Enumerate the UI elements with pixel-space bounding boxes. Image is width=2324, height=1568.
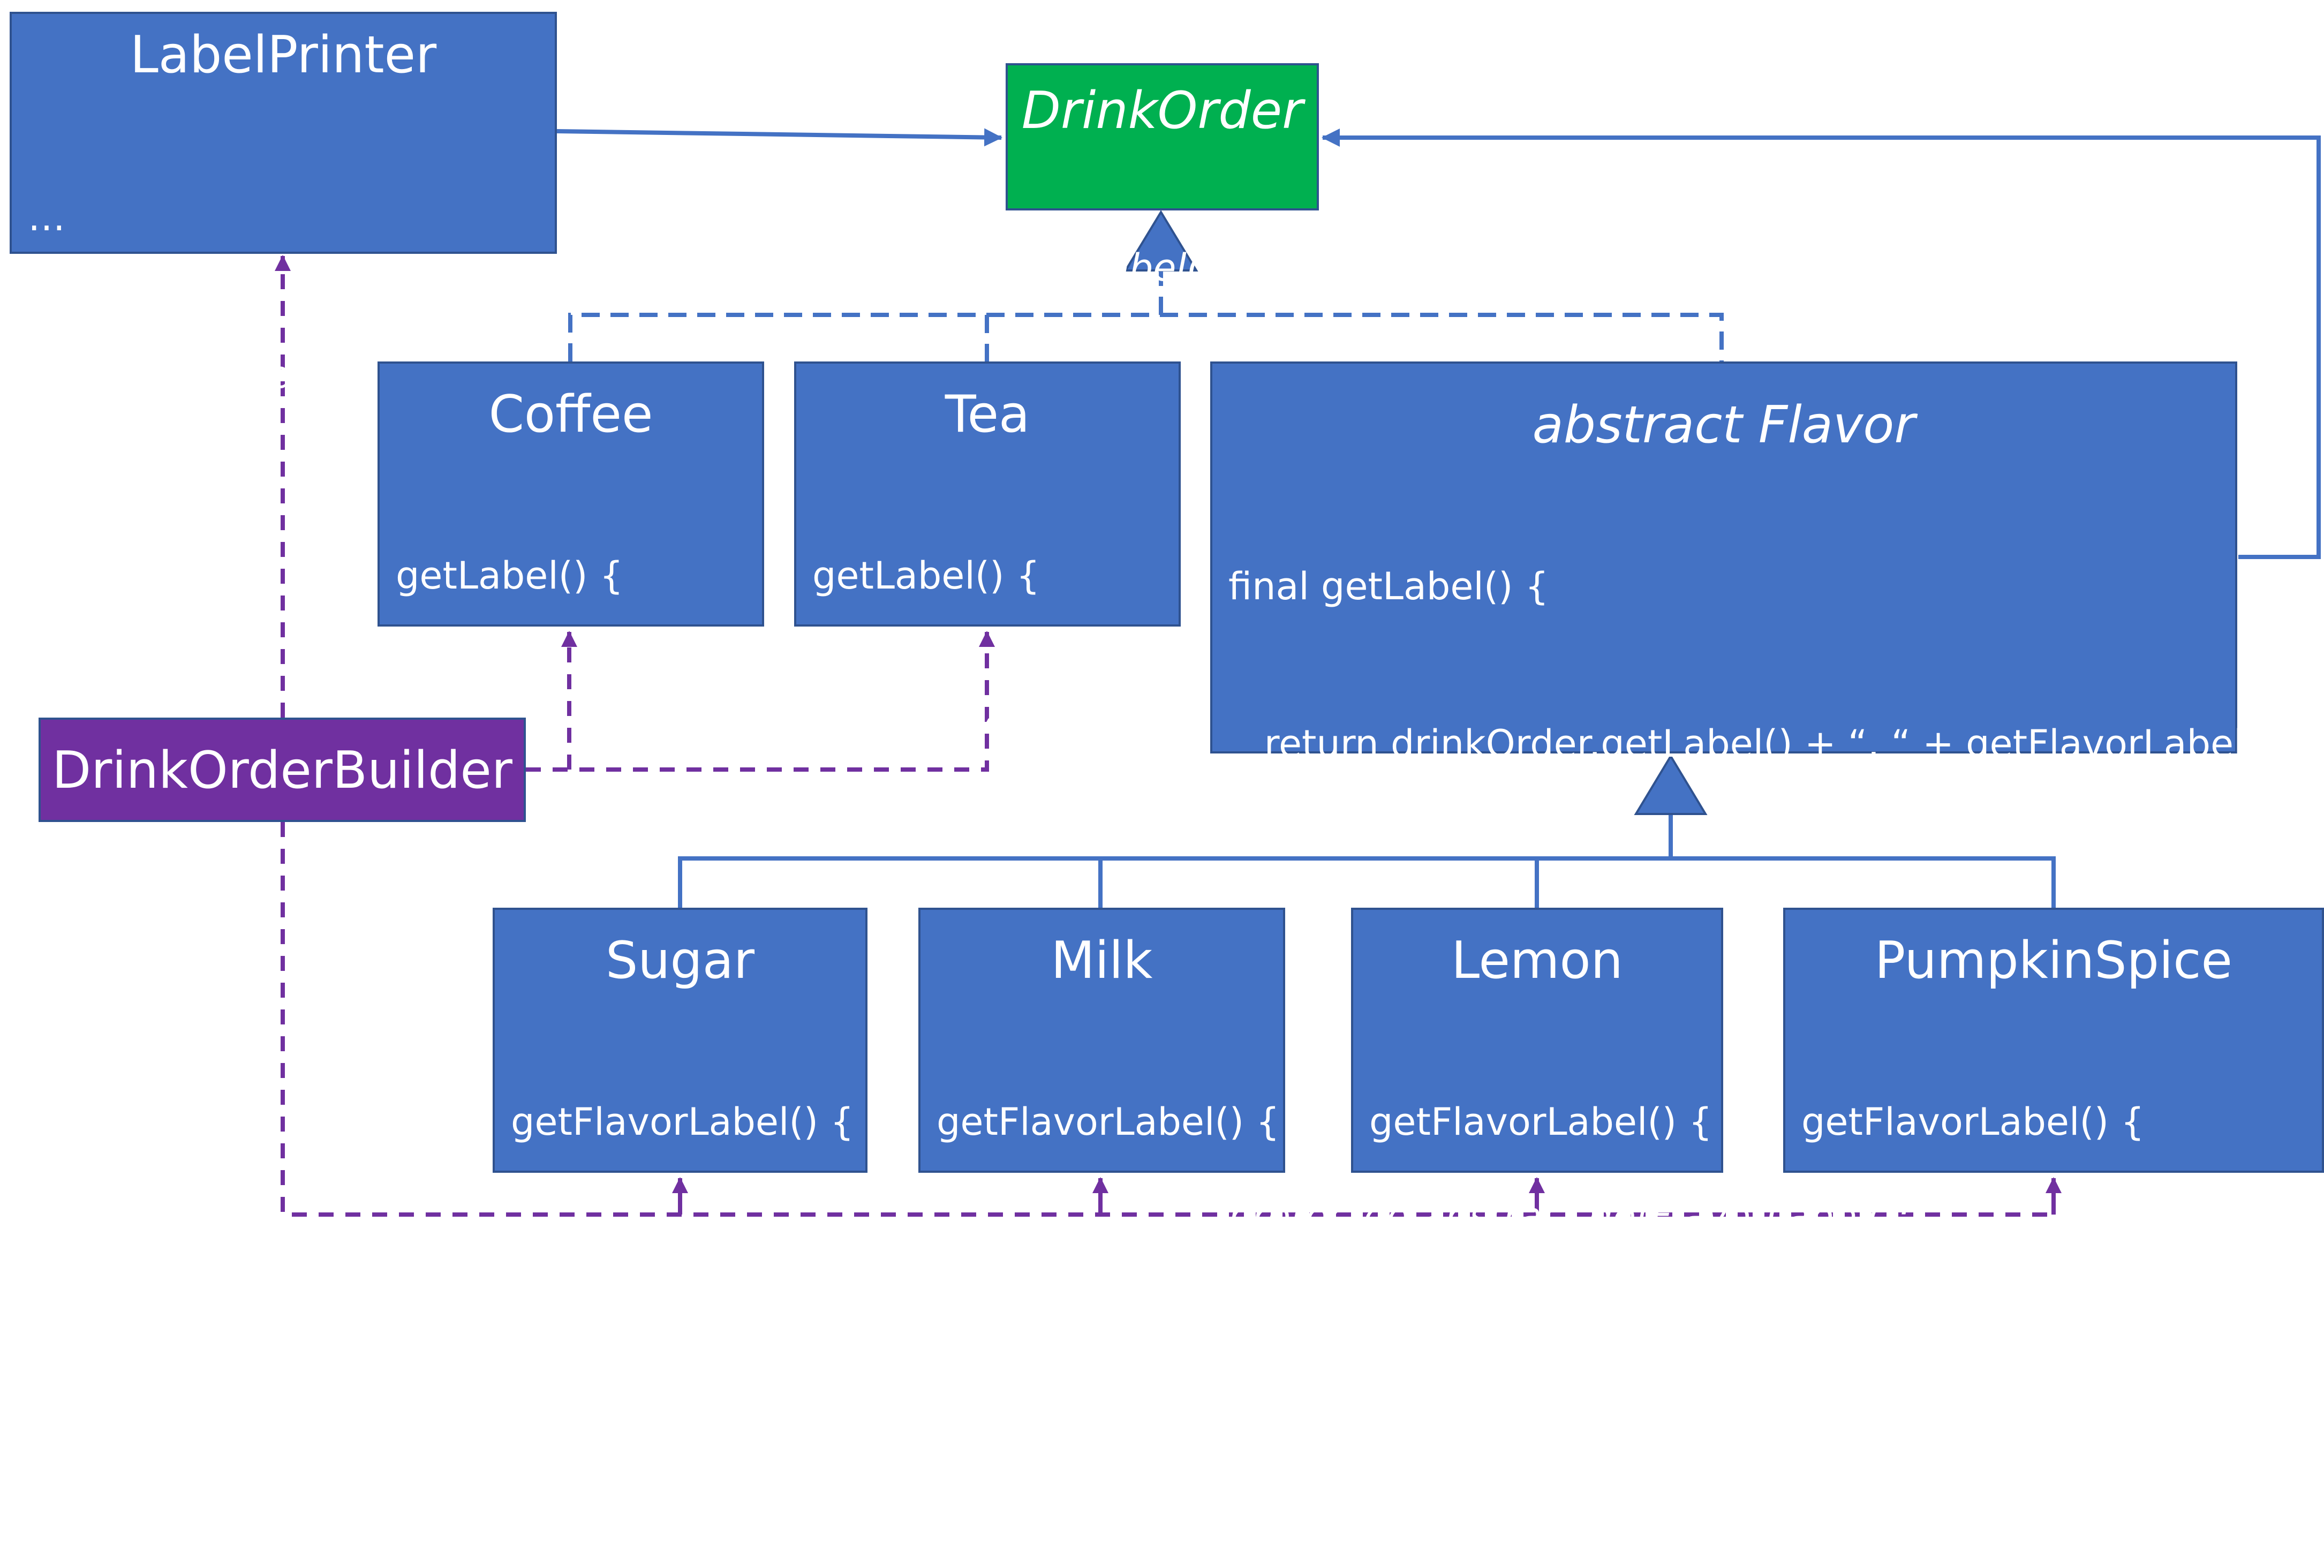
- code-line: getFlavorLabel() {: [1801, 1100, 2145, 1144]
- code-line: getLabel() {: [396, 554, 624, 598]
- realization-triangle-icon: [1123, 210, 1198, 272]
- code-line: getLabel();: [1024, 246, 1228, 290]
- lemon-class: Lemon getFlavorLabel() { return “Lemon”;…: [1351, 908, 1723, 1459]
- sugar-body: getFlavorLabel() { return “Sugar”; }: [495, 991, 865, 1568]
- generalization-triangle-icon: [1634, 754, 1708, 815]
- tea-body: getLabel() { return “Tea”; }: [796, 444, 1179, 1022]
- label-printer-class: LabelPrinter … print(drinkOrder.getLabel…: [10, 12, 560, 554]
- code-line: getFlavorLabel() {: [937, 1100, 1280, 1144]
- code-line: return “Sugar”;: [511, 1257, 836, 1301]
- code-line: getFlavorLabel() {: [1369, 1100, 1712, 1144]
- code-line: getFlavorLabel() {: [511, 1100, 854, 1144]
- sugar-title: Sugar: [605, 931, 755, 990]
- realization-connector: [568, 270, 1724, 361]
- code-line: return “Lemon”;: [1369, 1257, 1707, 1301]
- milk-class: Milk getFlavorLabel() { return “Milk”; }: [918, 908, 1285, 1459]
- milk-body: getFlavorLabel() { return “Milk”; }: [920, 991, 1283, 1568]
- pumpkin-spice-class: PumpkinSpice getFlavorLabel() { return “…: [1783, 908, 2324, 1459]
- tea-class: Tea getLabel() { return “Tea”; }: [794, 361, 1181, 913]
- flavor-to-drink-order-arrow: [1322, 129, 2321, 559]
- code-line: return drinkOrder.getLabel() + “, “ + ge…: [1228, 722, 2286, 766]
- drink-order-interface: DrinkOrder getLabel();: [1006, 63, 1319, 290]
- pumpkin-body: getFlavorLabel() { return “Pumpkin Spice…: [1785, 991, 2322, 1568]
- drink-order-title: DrinkOrder: [1021, 81, 1303, 140]
- flavor-title: abstract Flavor: [1532, 396, 1915, 455]
- drink-order-body: getLabel();: [1008, 137, 1317, 399]
- builder-to-drinks-connector: [526, 631, 995, 772]
- code-line: final getLabel() {: [1228, 564, 1549, 608]
- label-printer-title: LabelPrinter: [130, 26, 437, 85]
- coffee-title: Coffee: [488, 385, 653, 444]
- milk-title: Milk: [1051, 931, 1153, 990]
- code-line: return “Milk”;: [937, 1257, 1225, 1301]
- sugar-class: Sugar getFlavorLabel() { return “Sugar”;…: [493, 908, 867, 1459]
- label-printer-to-drink-order-arrow: [556, 128, 1002, 147]
- code-line: }: [1369, 1415, 1393, 1459]
- lemon-title: Lemon: [1451, 931, 1623, 990]
- code-line: }: [396, 869, 420, 913]
- tea-title: Tea: [945, 385, 1030, 444]
- flavor-abstract-class: abstract Flavor final getLabel() { retur…: [1210, 361, 2286, 1238]
- code-line: }: [937, 1415, 961, 1459]
- drink-order-builder-class: DrinkOrderBuilder: [39, 718, 526, 822]
- code-line: getLabel() {: [812, 554, 1040, 598]
- code-line: }: [1801, 1415, 1825, 1459]
- code-line: …: [28, 195, 65, 239]
- code-line: …: [28, 510, 65, 554]
- coffee-class: Coffee getLabel() { return “Coffee”; }: [378, 361, 764, 913]
- code-line: return “Pumpkin Spice”;: [1801, 1257, 2290, 1301]
- code-line: }: [511, 1415, 535, 1459]
- code-line: }: [812, 869, 836, 913]
- pumpkin-title: PumpkinSpice: [1875, 931, 2232, 990]
- generalization-connector: [678, 814, 2056, 908]
- connector-layer: [275, 128, 2321, 1217]
- code-line: return “Tea”;: [812, 711, 1089, 755]
- builder-title: DrinkOrderBuilder: [52, 741, 512, 800]
- uml-class-diagram: LabelPrinter … print(drinkOrder.getLabel…: [10, 12, 2324, 1459]
- lemon-body: getFlavorLabel() { return “Lemon”; }: [1353, 991, 1721, 1568]
